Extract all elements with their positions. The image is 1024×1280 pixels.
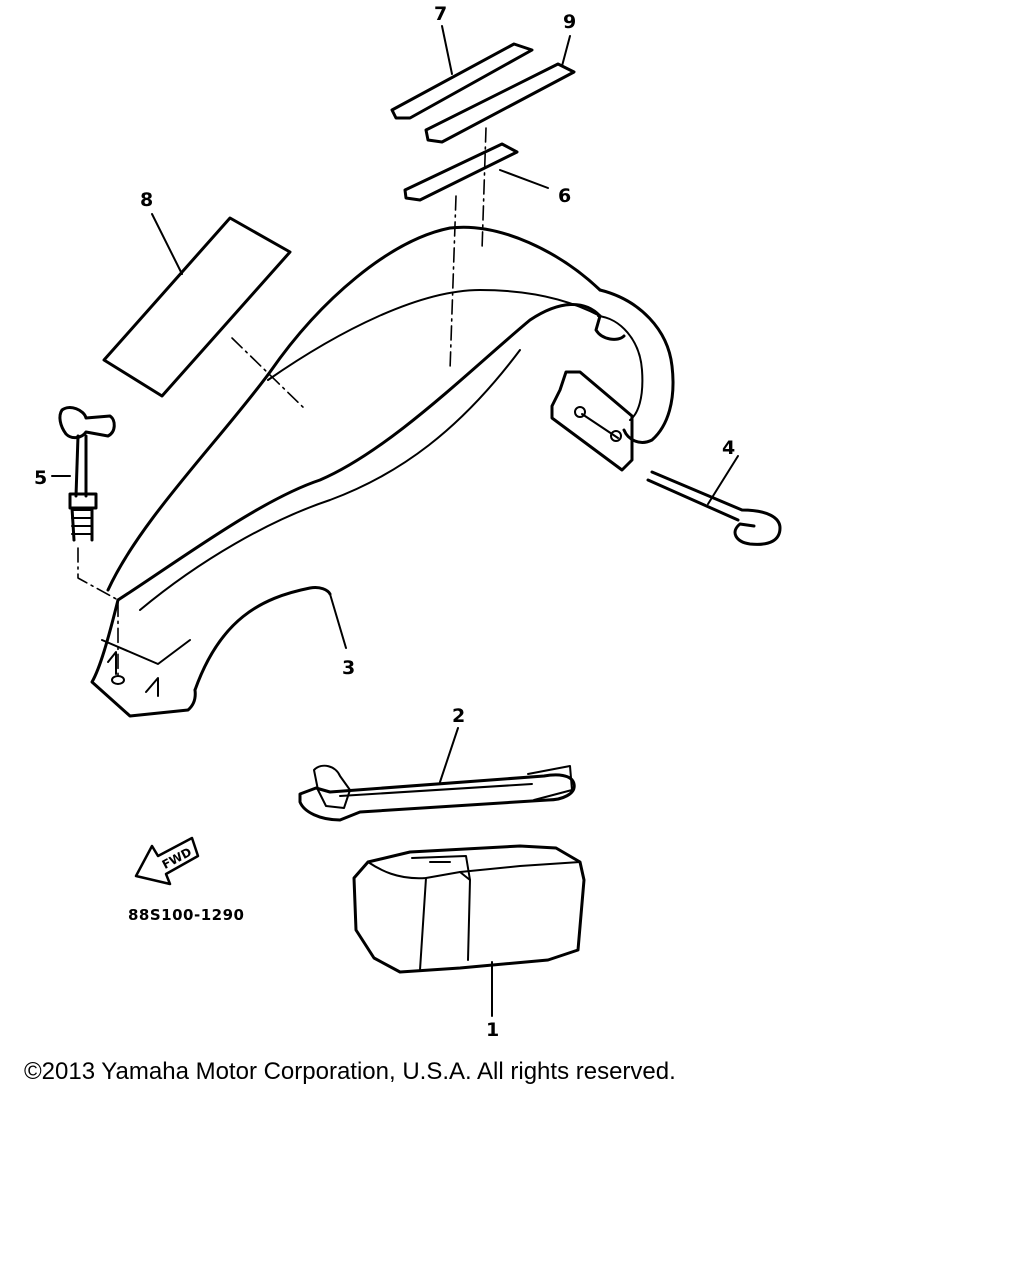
callout-9: 9	[563, 11, 576, 33]
callout-6: 6	[558, 185, 571, 207]
leader-lines	[51, 25, 739, 1017]
callout-1: 1	[486, 1019, 499, 1041]
diagram-part-number: 88S100-1290	[128, 906, 244, 924]
parts-exploded-diagram: FWD 7 9 8 6 5 4 3 2 1 88S100-1290	[34, 3, 782, 1041]
decal-8	[102, 216, 292, 398]
wing-bolt-5	[58, 406, 116, 542]
decal-strip-7	[390, 42, 534, 120]
strap-2	[298, 764, 576, 822]
callout-4: 4	[722, 437, 735, 459]
callout-8: 8	[140, 189, 153, 211]
battery-1	[352, 844, 586, 974]
rear-fender-3	[90, 225, 675, 718]
callout-2: 2	[452, 705, 465, 727]
decal-strip-9	[424, 62, 576, 144]
alignment-lines	[77, 127, 487, 681]
callout-3: 3	[342, 657, 355, 679]
callout-5: 5	[34, 467, 47, 489]
clip-rod-4	[646, 470, 782, 546]
decal-6	[403, 142, 519, 202]
callout-7: 7	[434, 3, 447, 25]
fwd-arrow-icon: FWD	[134, 836, 200, 886]
copyright-notice: ©2013 Yamaha Motor Corporation, U.S.A. A…	[24, 1058, 676, 1085]
